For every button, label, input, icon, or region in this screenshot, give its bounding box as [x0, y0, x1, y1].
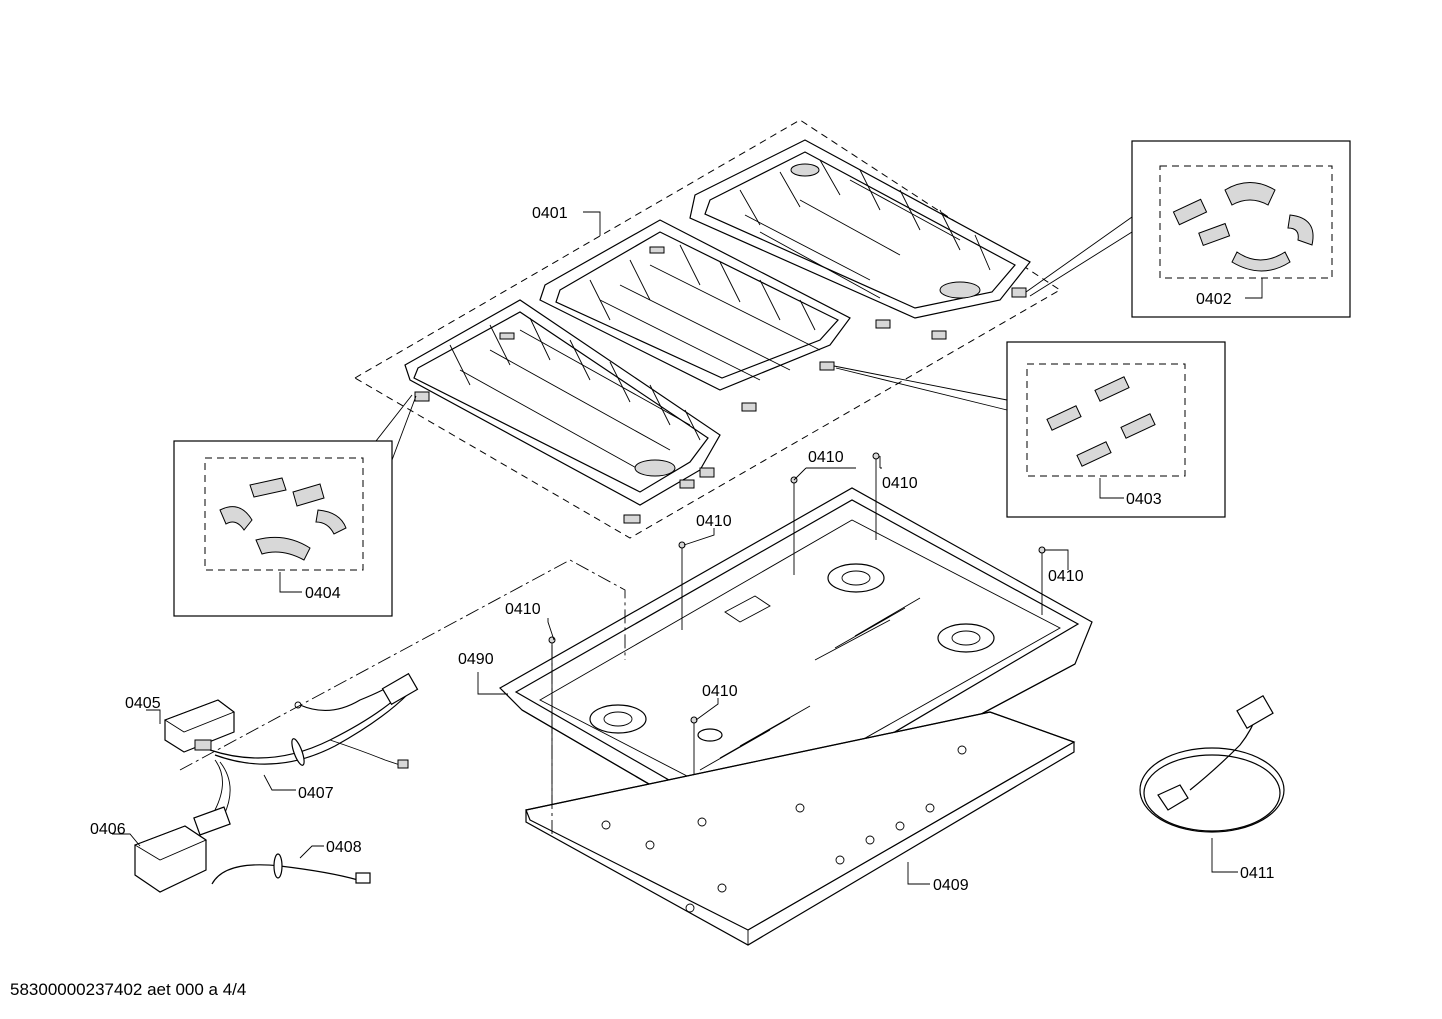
- label-0403: 0403: [1126, 491, 1162, 508]
- detail-box-0402: 0402: [1025, 140, 1351, 318]
- document-footer: 58300000237402 aet 000 a 4/4: [10, 980, 247, 999]
- rubber-feet-set-0404: [219, 477, 347, 561]
- label-0407: 0407: [298, 785, 334, 802]
- label-0410-b: 0410: [882, 475, 918, 492]
- power-cord-0411: 0411: [1139, 695, 1285, 882]
- label-0410-c: 0410: [696, 513, 732, 530]
- pan-support-right: [689, 139, 1031, 319]
- pan-support-middle: [539, 219, 851, 391]
- label-0411: 0411: [1240, 865, 1275, 882]
- label-0405: 0405: [125, 695, 161, 712]
- label-0406: 0406: [90, 821, 126, 838]
- base-plate-holes: [601, 745, 967, 913]
- label-0490: 0490: [458, 651, 494, 668]
- label-0410-e: 0410: [505, 601, 541, 618]
- rubber-feet-set-0402: [1172, 182, 1314, 272]
- label-0410-d: 0410: [1048, 568, 1084, 585]
- detail-box-0404: 0404: [173, 394, 417, 617]
- label-0401: 0401: [532, 205, 568, 222]
- ignition-switch-0405: 0405: [125, 695, 235, 753]
- label-0409: 0409: [933, 877, 969, 894]
- pan-support-assembly-outline: [354, 119, 1061, 539]
- label-0410-a: 0410: [808, 449, 844, 466]
- igniter-box-0406: 0406: [90, 806, 231, 893]
- pan-supports-group: 0401: [354, 119, 1061, 539]
- label-0410-f: 0410: [702, 683, 738, 700]
- detail-box-0403: 0403: [833, 341, 1226, 518]
- rubber-feet: [414, 287, 1027, 524]
- rubber-feet-set-0403: [1046, 376, 1156, 467]
- screws-0410: 0410 0410 0410 0410 0410 0410: [505, 449, 1084, 830]
- wire-0408: 0408: [211, 839, 371, 885]
- wiring-harness-0407: 0407: [209, 672, 419, 816]
- base-plate-0409: 0409: [525, 711, 1076, 946]
- label-0402: 0402: [1196, 291, 1232, 308]
- label-0408: 0408: [326, 839, 362, 856]
- label-0404: 0404: [305, 585, 341, 602]
